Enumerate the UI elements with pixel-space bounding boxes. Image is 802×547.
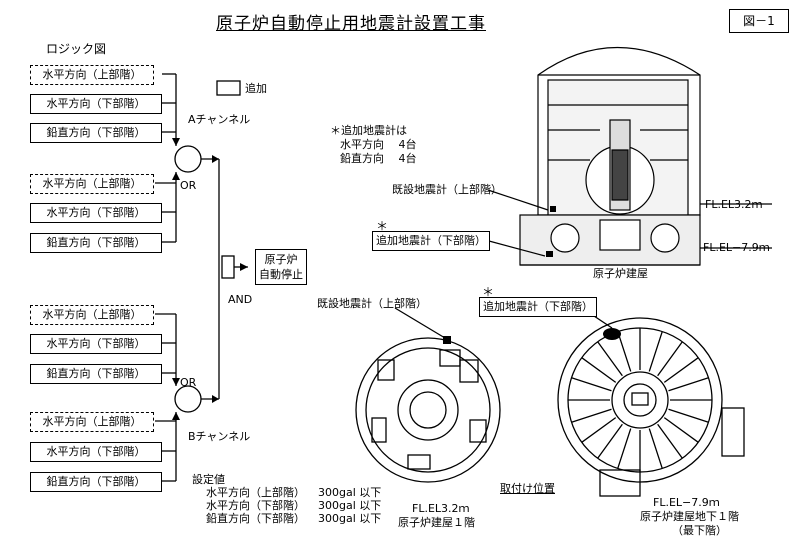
plan-spoke [668, 408, 709, 423]
note-line3: 鉛直方向 4台 [340, 152, 417, 165]
asterisk-1: ＊ [376, 219, 389, 233]
fl-lower-label: FL.EL−7.9ｍ [703, 241, 770, 254]
settings-row-3-dir: 鉛直方向（下部階） [206, 512, 305, 525]
plan-spoke [581, 417, 617, 443]
channel-a-label: Aチャンネル [188, 113, 251, 126]
input-b-v-lower: 鉛直方向（下部階） [30, 364, 162, 384]
existing-seismometer-label: 既設地震計（上部階） [392, 183, 502, 196]
plan-spoke [617, 428, 632, 469]
plan-added-seismometer-label: 追加地震計（下部階） [479, 297, 597, 317]
plan-spoke [648, 428, 663, 469]
or-label-b: OR [180, 376, 197, 389]
input-a-h-upper: 水平方向（上部階） [30, 65, 154, 85]
reactor-building-label: 原子炉建屋 [593, 267, 648, 280]
plan-spoke [597, 341, 623, 377]
settings-label: 設定値 [192, 473, 225, 486]
plan-spoke [663, 417, 699, 443]
logic-diagram-label: ロジック図 [46, 42, 107, 56]
plan-lower-caption: 原子炉建屋地下１階 [640, 510, 739, 523]
reactor-stop-line2: 自動停止 [259, 268, 303, 281]
note-line2: 水平方向 4台 [340, 138, 417, 151]
asterisk-2: ＊ [482, 285, 495, 299]
plan-lower-sub: （最下階） [672, 524, 727, 537]
and-label: AND [228, 293, 253, 306]
plan-existing-seismometer-label: 既設地震計（上部階） [317, 297, 427, 310]
plan-spoke [597, 423, 623, 459]
input-a2-v-lower: 鉛直方向（下部階） [30, 233, 162, 253]
plan-lower-fl: FL.EL−7.9ｍ [653, 496, 720, 509]
plan-spoke [663, 357, 699, 383]
reactor-stop-line1: 原子炉 [264, 253, 298, 266]
note-line1: ＊追加地震計は [330, 124, 407, 137]
plan-upper-fl: FL.EL3.2ｍ [412, 502, 470, 515]
or-label-a: OR [180, 179, 197, 192]
input-a2-h-lower: 水平方向（下部階） [30, 203, 162, 223]
plan-upper-caption: 原子炉建屋１階 [398, 516, 475, 529]
input-b-h-upper: 水平方向（上部階） [30, 305, 154, 325]
plan-spoke [657, 423, 683, 459]
plan-spoke [668, 377, 709, 392]
page-title: 原子炉自動停止用地震計設置工事 [216, 14, 486, 34]
input-a-v-lower: 鉛直方向（下部階） [30, 123, 162, 143]
settings-row-1-val: 300gal 以下 [318, 486, 382, 499]
install-position-label: 取付け位置 [500, 482, 555, 495]
settings-row-2-dir: 水平方向（下部階） [206, 499, 305, 512]
reactor-auto-stop-box: 原子炉 自動停止 [255, 249, 307, 285]
legend-added-label: 追加 [245, 82, 267, 95]
plan-spoke [617, 331, 632, 372]
added-seismometer-label: 追加地震計（下部階） [372, 231, 490, 251]
settings-row-1-dir: 水平方向（上部階） [206, 486, 305, 499]
fl-upper-label: FL.EL3.2ｍ [705, 198, 763, 211]
plan-spoke [571, 377, 612, 392]
input-b2-h-upper: 水平方向（上部階） [30, 412, 154, 432]
plan-spoke [657, 341, 683, 377]
input-a-h-lower: 水平方向（下部階） [30, 94, 162, 114]
channel-b-label: Bチャンネル [188, 430, 251, 443]
settings-row-2-val: 300gal 以下 [318, 499, 382, 512]
settings-row-3-val: 300gal 以下 [318, 512, 382, 525]
input-b2-h-lower: 水平方向（下部階） [30, 442, 162, 462]
input-b-h-lower: 水平方向（下部階） [30, 334, 162, 354]
plan-spoke [571, 408, 612, 423]
input-b2-v-lower: 鉛直方向（下部階） [30, 472, 162, 492]
input-a2-h-upper: 水平方向（上部階） [30, 174, 154, 194]
plan-spoke [581, 357, 617, 383]
plan-spoke [648, 331, 663, 372]
figure-number-badge: 図－1 [729, 9, 789, 33]
